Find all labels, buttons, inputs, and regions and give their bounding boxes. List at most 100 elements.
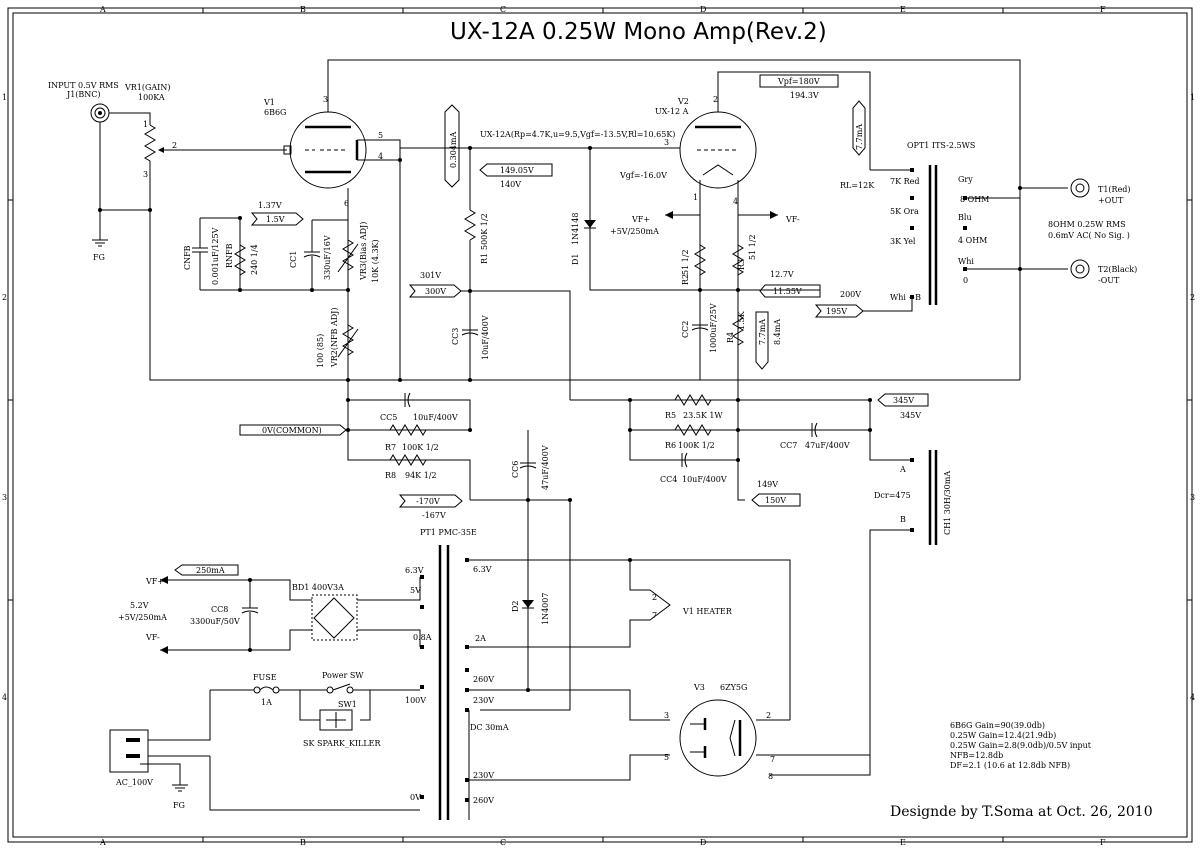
junction-dot: [346, 288, 350, 292]
junction-dot: [98, 208, 102, 212]
pt1-transformer: [420, 545, 469, 820]
v1-plate-text: 140V: [500, 180, 521, 189]
r6-resistor: [674, 424, 712, 436]
junction-dot: [468, 289, 472, 293]
junction-dot: [346, 378, 350, 382]
b200-box: 195V: [826, 307, 847, 316]
v1-name: V1: [263, 98, 275, 107]
r3-name: R3: [737, 259, 746, 270]
col-label-d-top: D: [700, 5, 706, 14]
tube-v2: [679, 111, 757, 189]
junction-dot: [238, 216, 242, 220]
r4-current-text: 8.4mA: [773, 319, 782, 345]
vfplus-value-mid: +5V/250mA: [610, 227, 659, 236]
note-line-1: 6B6G Gain=90(39.0db): [950, 721, 1045, 730]
vr1-pin1: 1: [143, 120, 148, 129]
v1-pin3: 3: [323, 95, 328, 104]
vfplus-label-mid: VF+: [631, 215, 650, 224]
cc1-value: 330uF/16V: [323, 235, 332, 280]
cc7-name: CC7: [780, 441, 797, 450]
cc5-value: 10uF/400V: [413, 413, 458, 422]
sk-label: SK SPARK_KILLER: [303, 739, 382, 748]
v2-pin4: 4: [733, 197, 738, 206]
r4-current-flag: 7.7mA: [758, 319, 767, 345]
col-label-b-bottom: B: [300, 838, 306, 847]
vr2-potentiometer: [337, 324, 359, 358]
vfminus-label-mid: VF-: [785, 215, 800, 224]
heater-5-2v: 5.2V: [130, 601, 149, 610]
opt1-tap-5k: 5K Ora: [890, 207, 919, 216]
wire-out-plus: [967, 187, 1068, 199]
cc8-name: CC8: [211, 605, 228, 614]
r3-value: 51 1/2: [748, 234, 757, 260]
junction-dot: [398, 158, 402, 162]
junction-dot: [148, 208, 152, 212]
opt1-rl: RL=12K: [840, 181, 875, 190]
vr1-name: VR1(GAIN): [124, 83, 170, 92]
output-note-2: 0.6mV AC( No Sig. ): [1048, 231, 1130, 240]
vr2-value: 100 (85): [316, 334, 325, 368]
pt1-sec-260v-b: 260V: [473, 796, 494, 805]
row-label-4-left: 4: [2, 693, 7, 702]
pt1-sec-2a: 2A: [475, 634, 486, 643]
v3-pin8: 8: [768, 772, 773, 781]
v3-type: 6ZY5G: [720, 683, 747, 692]
row-label-3-left: 3: [2, 493, 7, 502]
wire-cc5: [347, 380, 471, 430]
d2-value: 1N4007: [541, 593, 550, 625]
junction-dot: [346, 398, 350, 402]
junction-dot: [346, 428, 350, 432]
row-label-2-right: 2: [1190, 293, 1195, 302]
junction-dot: [868, 398, 872, 402]
r8-name: R8: [385, 471, 396, 480]
wire-heater-7: [469, 619, 650, 648]
pt1-primary-6-3v: 6.3V: [405, 566, 424, 575]
v2-vpf-text: 194.3V: [790, 91, 819, 100]
heater-pin2: 2: [652, 593, 657, 602]
flag-11-55v: [759, 284, 821, 298]
border-inner: [12, 12, 1188, 838]
r7-name: R7: [385, 443, 396, 452]
v1-plate-box: 149.05V: [500, 166, 534, 175]
col-label-c-top: C: [500, 5, 506, 14]
cnfb-value: 0.001uF/125V: [211, 227, 220, 285]
r8-value: 94K 1/2: [405, 471, 437, 480]
cc1-name: CC1: [289, 251, 298, 268]
cc4-name: CC4: [660, 475, 677, 484]
r7-value: 100K 1/2: [402, 443, 439, 452]
cc7-value: 47uF/400V: [805, 441, 850, 450]
col-label-e-top: E: [900, 5, 906, 14]
r1-name: R1: [480, 253, 489, 264]
flag-345v: [877, 393, 929, 407]
v2-vpf-box: Vpf=180V: [777, 77, 820, 86]
schematic-title: UX-12A 0.25W Mono Amp(Rev.2): [450, 19, 827, 45]
sw1-label: SW1: [338, 700, 357, 709]
r3-resistor: [732, 244, 744, 276]
wire-vfminus: [160, 629, 312, 651]
r4-value: 1.5K: [737, 310, 746, 330]
pt1-primary-0v: 0V: [410, 793, 421, 802]
col-label-e-bottom: E: [900, 838, 906, 847]
pt1-primary-5v: 5V: [410, 586, 421, 595]
pt1-primary-0-8a: 0.8A: [413, 633, 432, 642]
r1-resistor: [464, 148, 476, 380]
wire-v1-heater: [357, 139, 401, 380]
vfplus-arrow-icon: [160, 576, 168, 584]
r6-value: 100K 1/2: [678, 441, 715, 450]
d2-name: D2: [511, 600, 520, 612]
cc2-value: 1000uF/25V: [709, 303, 718, 353]
flag-300v: [408, 284, 462, 298]
flag-195v: [814, 304, 864, 318]
opt1-transformer: [910, 165, 967, 305]
vr3-name: VR3(Bias ADJ): [359, 222, 368, 281]
r8-resistor: [389, 454, 427, 466]
b345-box: 345V: [893, 396, 914, 405]
wire-heater-2: [629, 560, 650, 591]
plate-current-flag: 7.7mA: [855, 124, 864, 150]
wire-150v-node: [737, 400, 745, 501]
ac-plug: [109, 729, 149, 773]
fuse-label: FUSE: [253, 673, 277, 682]
v1-type: 6B6G: [264, 108, 286, 117]
junction-dot: [628, 558, 632, 562]
wire-nfb-top: [200, 217, 241, 290]
